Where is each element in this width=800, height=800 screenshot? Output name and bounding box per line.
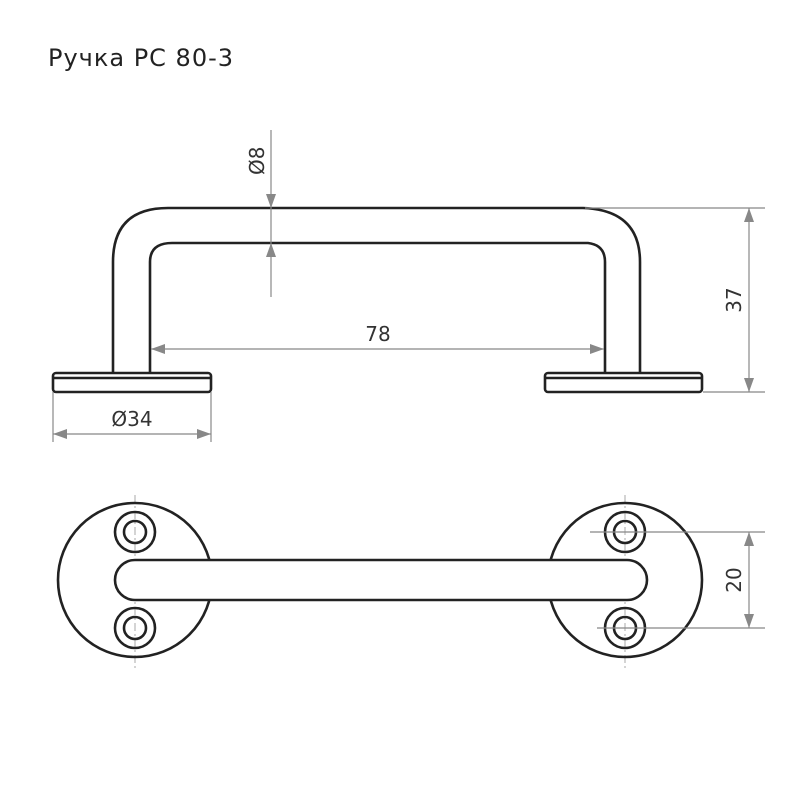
side-view xyxy=(51,206,704,394)
arrow-up-icon xyxy=(744,208,754,222)
bar-mask xyxy=(113,560,647,600)
dimension-tube-diameter: Ø8 xyxy=(245,130,276,297)
arrow-left-icon xyxy=(151,344,165,354)
arrow-down-icon xyxy=(744,614,754,628)
left-base-plate xyxy=(51,371,213,394)
base-diameter-label: Ø34 xyxy=(111,407,152,431)
arrow-up-icon xyxy=(744,532,754,546)
dimension-base-diameter: Ø34 xyxy=(52,392,212,442)
arrow-left-icon xyxy=(53,429,67,439)
right-base-plate xyxy=(543,371,704,394)
handle-inner-profile xyxy=(148,241,607,373)
arrow-up-icon xyxy=(266,243,276,257)
drawing-title: Ручка РС 80-3 xyxy=(48,44,235,72)
arrow-down-icon xyxy=(266,194,276,208)
arrow-right-icon xyxy=(197,429,211,439)
handle-outer-profile xyxy=(111,206,642,373)
inner-span-label: 78 xyxy=(365,322,390,346)
top-view xyxy=(56,495,704,668)
arrow-right-icon xyxy=(590,344,604,354)
dimension-height: 37 xyxy=(585,207,765,393)
dimension-hole-spacing: 20 xyxy=(590,531,765,629)
hole-spacing-label: 20 xyxy=(722,567,746,592)
dimension-inner-span: 78 xyxy=(151,322,604,354)
height-label: 37 xyxy=(722,287,746,312)
arrow-down-icon xyxy=(744,378,754,392)
handle-bar-top-view xyxy=(113,558,649,602)
mounting-hole xyxy=(113,606,157,650)
mounting-hole xyxy=(113,510,157,554)
tube-diameter-label: Ø8 xyxy=(245,147,269,175)
